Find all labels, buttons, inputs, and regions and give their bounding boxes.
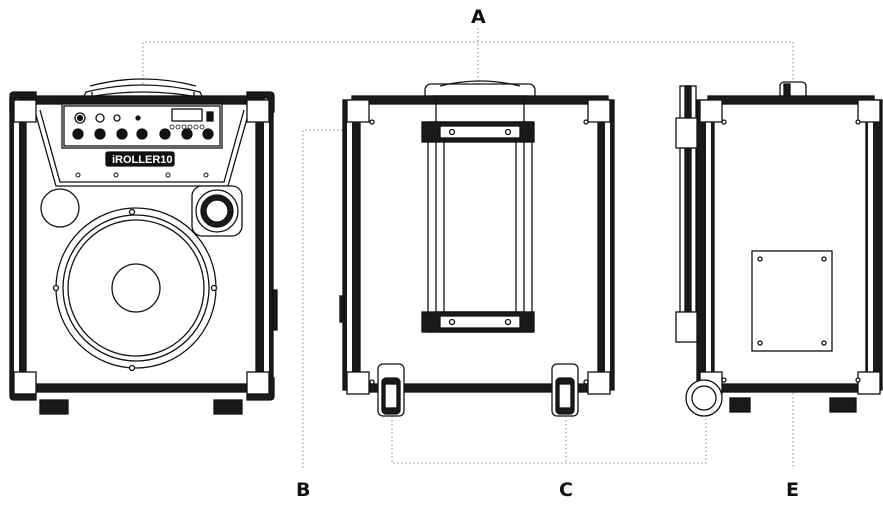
callout-e: E [786,479,799,501]
bass-port [40,188,80,228]
callout-a: A [471,6,486,28]
rear-view [339,80,615,417]
front-view [9,78,278,415]
side-view [675,81,883,417]
leader-c [391,410,707,464]
brand-logo-text: iROLLER10 [112,154,173,166]
front-foot-right [213,399,243,415]
callout-b: B [296,479,310,501]
brand-logo [105,151,175,167]
front-foot-left [39,399,69,415]
leader-a [142,41,794,88]
rear-wheel-left [377,363,405,417]
side-panel-plate [751,250,833,352]
lcd-display [171,108,203,122]
callout-c: C [559,479,573,501]
rear-wheel-right [551,363,579,417]
